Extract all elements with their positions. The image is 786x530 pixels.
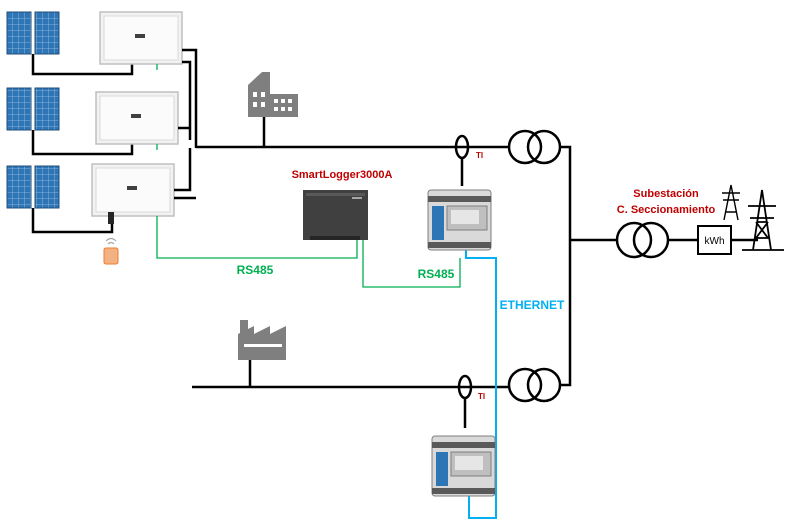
rs485-wiring — [156, 64, 461, 288]
smartlogger-label: SmartLogger3000A — [292, 169, 393, 181]
power-transformer-substation — [615, 221, 670, 259]
inverter-2 — [95, 91, 179, 145]
dc-wiring — [31, 54, 134, 234]
solar-panel-array-3 — [6, 165, 60, 209]
current-transformer-top — [454, 134, 470, 160]
solar-panel-array-2 — [6, 87, 60, 131]
rs485-left-label: RS485 — [237, 263, 274, 277]
substation-label-line2: C. Seccionamiento — [617, 204, 716, 216]
substation-label-line1: Subestación — [633, 188, 699, 200]
wifi-dongle-icon — [103, 237, 119, 265]
ti-bottom-label: TI — [478, 392, 485, 401]
ethernet-wiring — [465, 250, 497, 519]
current-transformer-bottom — [457, 374, 473, 400]
power-transformer-top — [507, 129, 562, 165]
kwh-meter-box — [697, 225, 732, 255]
power-lines — [192, 117, 758, 428]
rs485-right-label: RS485 — [418, 267, 455, 281]
transmission-tower-icon — [742, 189, 784, 251]
factory-icon — [238, 320, 286, 360]
ethernet-label: ETHERNET — [500, 298, 565, 312]
inverter-3 — [91, 163, 175, 224]
inverter-1 — [99, 11, 183, 65]
small-tower-icon — [722, 184, 740, 221]
ac-combiner-wiring — [174, 48, 198, 200]
kwh-label: kWh — [705, 236, 725, 247]
smartlogger-device — [303, 190, 368, 240]
energy-meter-bottom — [431, 435, 496, 497]
power-transformer-bottom — [507, 367, 562, 403]
solar-panel-array-1 — [6, 11, 60, 55]
ti-top-label: TI — [476, 151, 483, 160]
energy-meter-top — [427, 189, 492, 251]
building-icon — [248, 72, 298, 117]
